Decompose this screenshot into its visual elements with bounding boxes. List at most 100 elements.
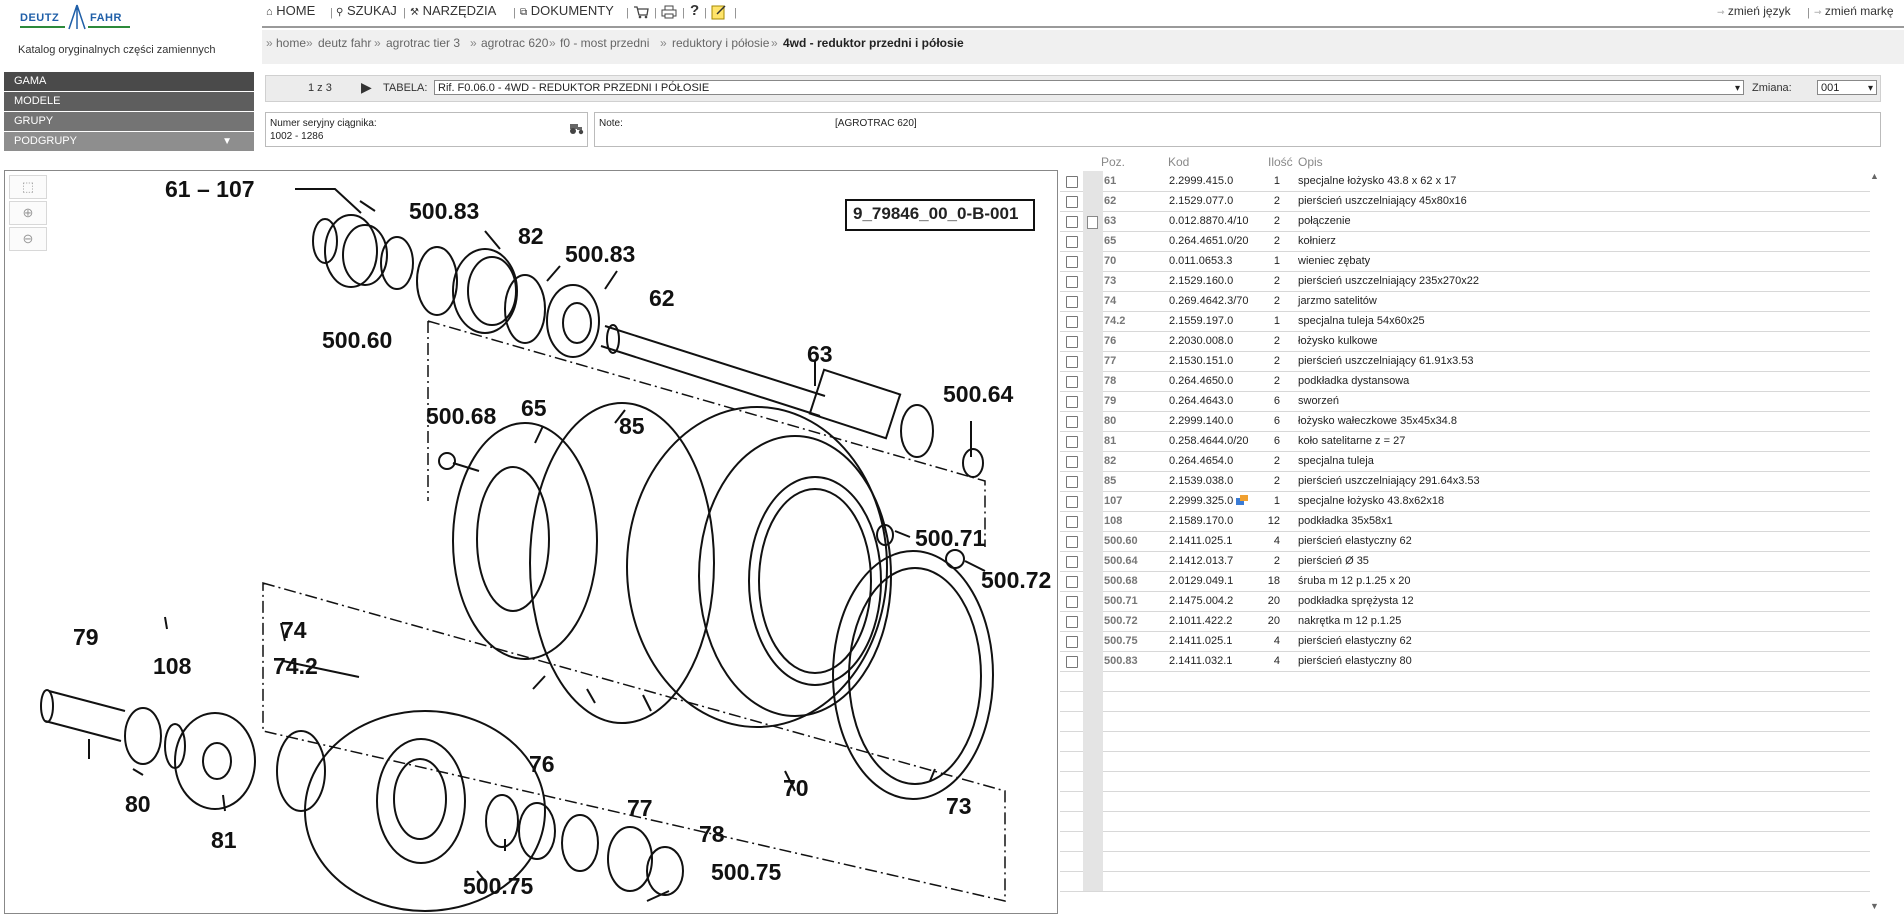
callout-73[interactable]: 73 bbox=[946, 793, 972, 819]
zmiana-select[interactable]: 001 ▾ bbox=[1817, 80, 1877, 95]
note-icon[interactable] bbox=[1087, 216, 1098, 229]
row-checkbox[interactable] bbox=[1066, 636, 1078, 648]
row-checkbox[interactable] bbox=[1066, 556, 1078, 568]
nav-home[interactable]: ⌂ HOME bbox=[266, 3, 315, 18]
callout-80[interactable]: 80 bbox=[125, 791, 151, 817]
row-checkbox[interactable] bbox=[1066, 296, 1078, 308]
row-checkbox[interactable] bbox=[1066, 256, 1078, 268]
help-icon[interactable]: ? bbox=[690, 2, 700, 19]
table-select[interactable]: Rif. F0.06.0 - 4WD - REDUKTOR PRZEDNI I … bbox=[434, 80, 1744, 95]
row-checkbox[interactable] bbox=[1066, 396, 1078, 408]
row-checkbox[interactable] bbox=[1066, 536, 1078, 548]
callout-500-60[interactable]: 500.60 bbox=[322, 327, 393, 353]
scroll-up-icon[interactable]: ▲ bbox=[1870, 171, 1879, 181]
row-checkbox[interactable] bbox=[1066, 356, 1078, 368]
breadcrumb-group[interactable]: f0 - most przedni bbox=[560, 36, 650, 50]
row-checkbox[interactable] bbox=[1066, 416, 1078, 428]
notes-icon[interactable] bbox=[711, 4, 727, 20]
callout-108[interactable]: 108 bbox=[153, 653, 192, 679]
component-info-icon[interactable] bbox=[1236, 495, 1248, 506]
row-checkbox[interactable] bbox=[1066, 496, 1078, 508]
callout-500-72[interactable]: 500.72 bbox=[981, 567, 1052, 593]
callout-78[interactable]: 78 bbox=[699, 821, 725, 847]
callout-63[interactable]: 63 bbox=[807, 341, 833, 367]
fit-view-icon[interactable]: ⬚ bbox=[9, 175, 47, 199]
row-checkbox[interactable] bbox=[1066, 276, 1078, 288]
breadcrumb-brand[interactable]: deutz fahr bbox=[318, 36, 372, 50]
callout-65[interactable]: 65 bbox=[521, 395, 547, 421]
callout-500-83[interactable]: 500.83 bbox=[409, 198, 480, 224]
row-checkbox[interactable] bbox=[1066, 476, 1078, 488]
row-checkbox[interactable] bbox=[1066, 336, 1078, 348]
change-language-link[interactable]: ⇾ zmień język bbox=[1717, 4, 1791, 18]
nav-search[interactable]: ⚲ SZUKAJ bbox=[336, 3, 397, 18]
callout-62[interactable]: 62 bbox=[649, 285, 675, 311]
print-icon[interactable] bbox=[661, 5, 677, 19]
callout-500-83[interactable]: 500.83 bbox=[565, 241, 636, 267]
scroll-down-icon[interactable]: ▼ bbox=[1870, 901, 1879, 911]
row-checkbox[interactable] bbox=[1066, 376, 1078, 388]
row-checkbox[interactable] bbox=[1066, 456, 1078, 468]
row-checkbox[interactable] bbox=[1066, 196, 1078, 208]
cart-icon[interactable] bbox=[633, 5, 649, 19]
zoom-in-icon[interactable]: ⊕ bbox=[9, 201, 47, 225]
scrollbar[interactable]: ▲ ▼ bbox=[1870, 171, 1880, 911]
callout-81[interactable]: 81 bbox=[211, 827, 237, 853]
callout-500-68[interactable]: 500.68 bbox=[426, 403, 497, 429]
callout-500-75[interactable]: 500.75 bbox=[711, 859, 782, 885]
callout-82[interactable]: 82 bbox=[518, 223, 544, 249]
breadcrumb-subgroup[interactable]: reduktory i półosie bbox=[672, 36, 770, 50]
breadcrumb-model[interactable]: agrotrac 620 bbox=[481, 36, 549, 50]
sidebar-item-gama[interactable]: GAMA bbox=[4, 72, 254, 91]
row-checkbox[interactable] bbox=[1066, 436, 1078, 448]
next-page-icon[interactable]: ▶ bbox=[361, 79, 372, 95]
sidebar-item-podgrupy[interactable]: PODGRUPY ▼ bbox=[4, 132, 254, 151]
row-checkbox[interactable] bbox=[1066, 176, 1078, 188]
row-checkbox[interactable] bbox=[1066, 656, 1078, 668]
callout-79[interactable]: 79 bbox=[73, 624, 99, 650]
callout-500-64[interactable]: 500.64 bbox=[943, 381, 1014, 407]
callout-500-75[interactable]: 500.75 bbox=[463, 873, 534, 899]
sidebar-item-grupy[interactable]: GRUPY bbox=[4, 112, 254, 131]
row-checkbox[interactable] bbox=[1066, 576, 1078, 588]
callout-77[interactable]: 77 bbox=[627, 795, 653, 821]
callout-70[interactable]: 70 bbox=[783, 775, 809, 801]
breadcrumb-range[interactable]: agrotrac tier 3 bbox=[386, 36, 461, 50]
callout-61-107[interactable]: 61 – 107 bbox=[165, 176, 255, 202]
row-checkbox[interactable] bbox=[1066, 616, 1078, 628]
row-checkbox[interactable] bbox=[1066, 596, 1078, 608]
row-checkbox[interactable] bbox=[1066, 516, 1078, 528]
nav-tools[interactable]: ⚒ NARZĘDZIA bbox=[410, 3, 496, 18]
tractor-icon[interactable] bbox=[568, 121, 584, 135]
zoom-out-icon[interactable]: ⊖ bbox=[9, 227, 47, 251]
callout-74-2[interactable]: 74.2 bbox=[273, 653, 318, 679]
callout-74[interactable]: 74 bbox=[281, 617, 307, 643]
row-checkbox[interactable] bbox=[1066, 236, 1078, 248]
callout-85[interactable]: 85 bbox=[619, 413, 645, 439]
sidebar-item-modele[interactable]: MODELE bbox=[4, 92, 254, 111]
callout-500-71[interactable]: 500.71 bbox=[915, 525, 986, 551]
nav-documents[interactable]: ⧉ DOKUMENTY bbox=[520, 3, 614, 18]
